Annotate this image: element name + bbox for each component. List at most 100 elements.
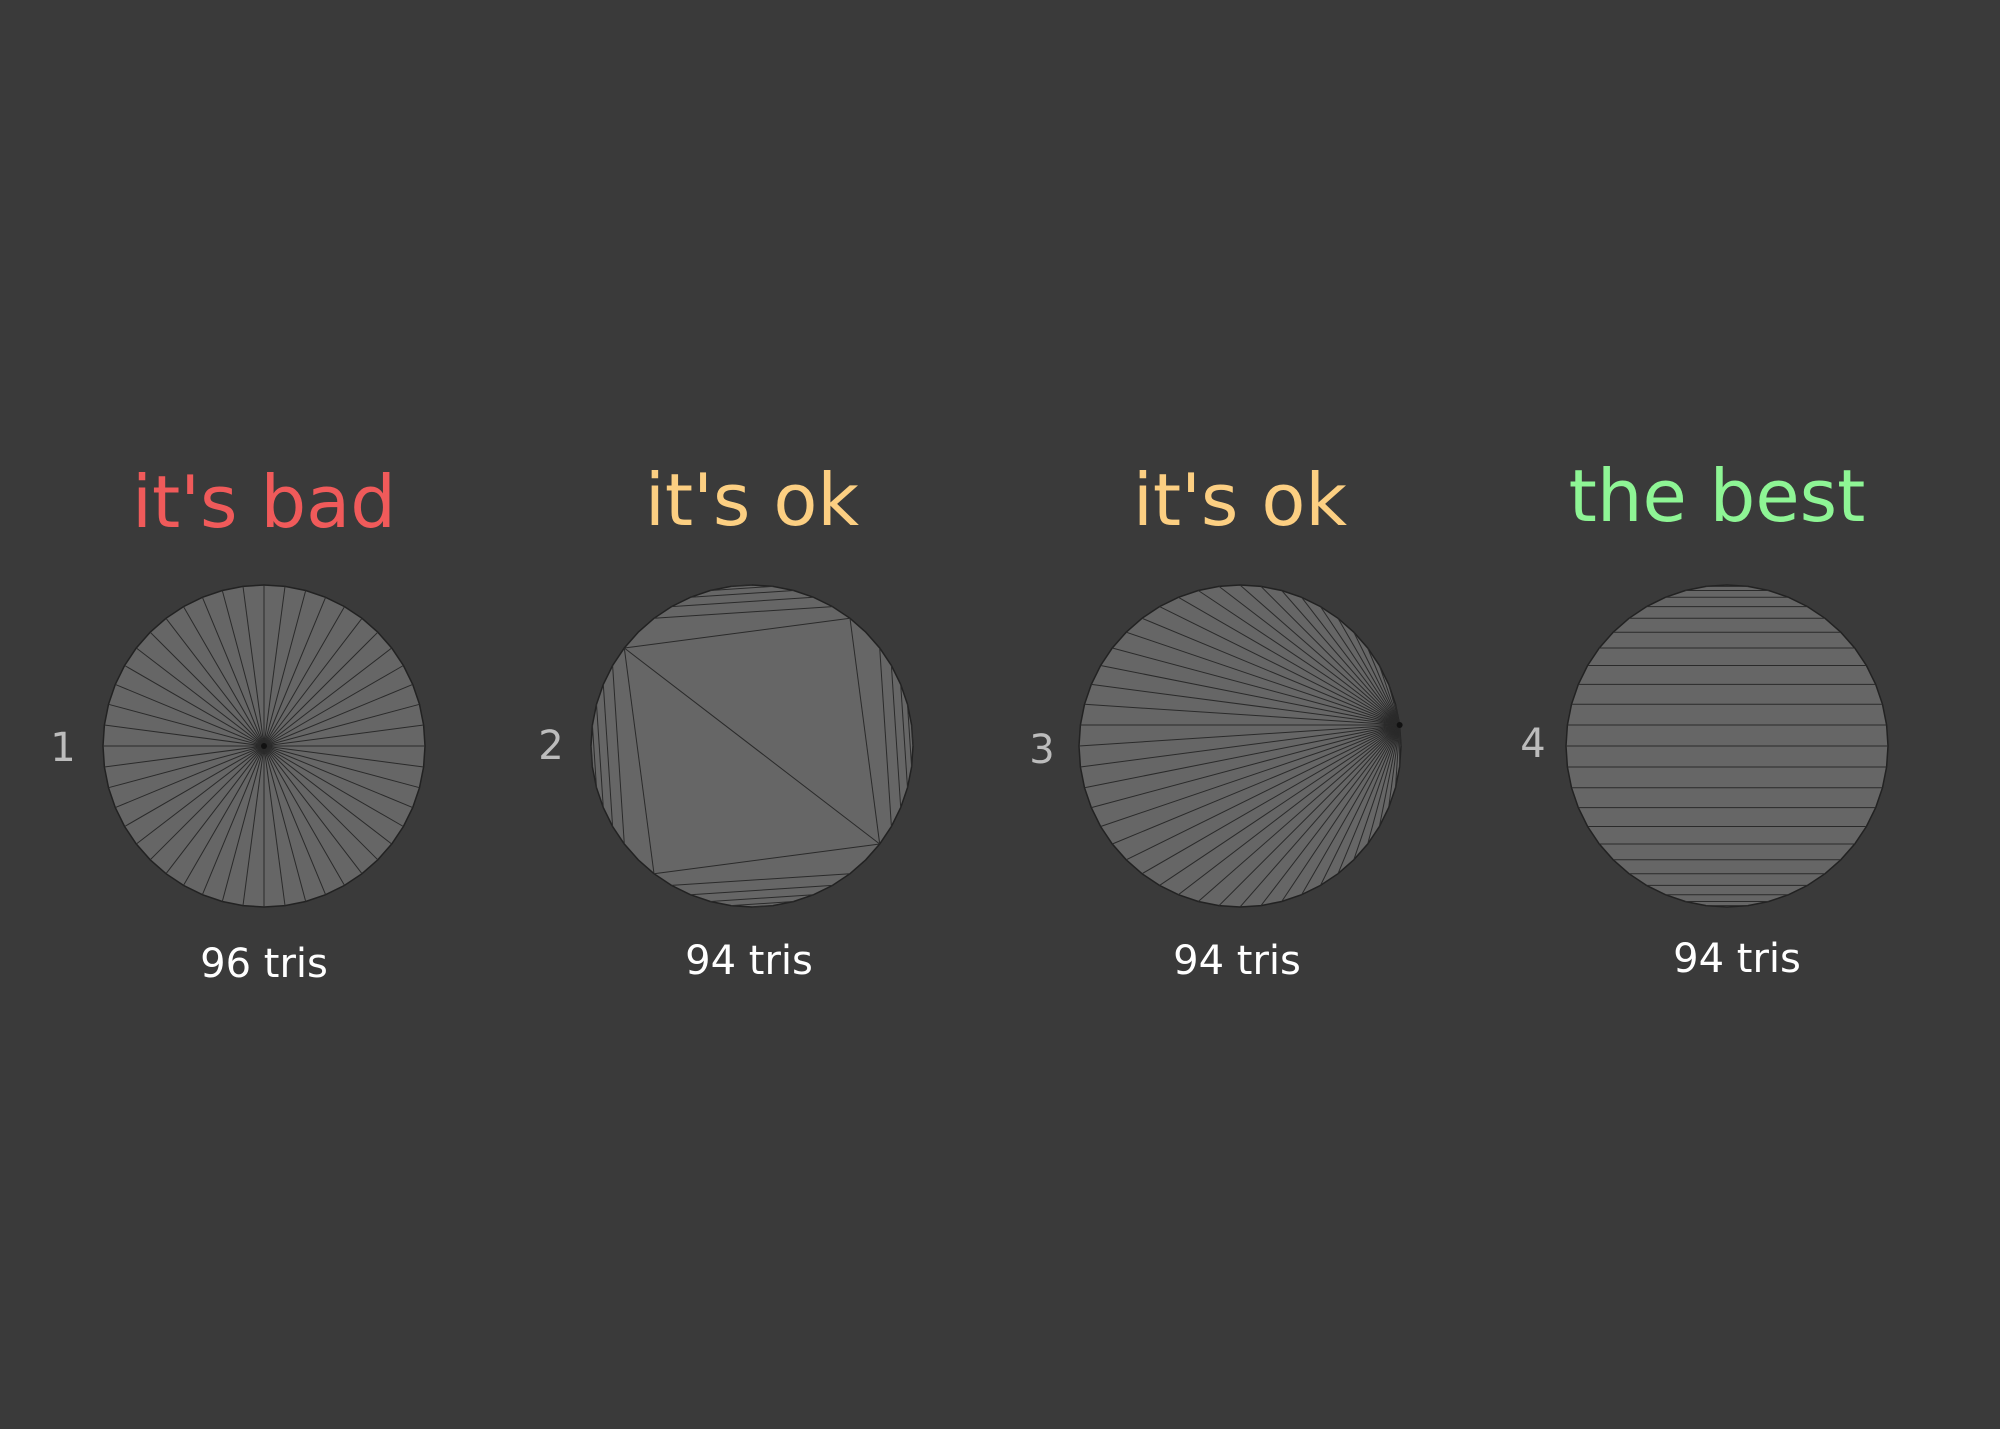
mesh-edge bbox=[690, 590, 794, 598]
mesh-edge bbox=[1388, 724, 1401, 808]
mesh-edge bbox=[1239, 724, 1400, 908]
mesh-edge bbox=[1378, 724, 1401, 827]
mesh-edge bbox=[263, 745, 413, 809]
mesh-edge bbox=[879, 647, 892, 827]
mesh-edge bbox=[1141, 724, 1400, 875]
mesh-edge bbox=[149, 631, 265, 747]
mesh-edge bbox=[183, 606, 265, 747]
mesh-edge bbox=[263, 590, 307, 747]
mesh-edge bbox=[263, 745, 307, 902]
mesh-edge bbox=[1353, 724, 1401, 860]
mesh-edge bbox=[1395, 724, 1401, 788]
mesh-edge bbox=[165, 745, 265, 875]
mesh-edge bbox=[263, 617, 363, 747]
mesh-4-index: 4 bbox=[1520, 721, 1546, 767]
mesh-edge bbox=[1091, 683, 1400, 726]
mesh-edge bbox=[690, 884, 833, 896]
mesh-edge bbox=[263, 597, 327, 747]
mesh-edge bbox=[1197, 724, 1400, 902]
mesh-edge bbox=[115, 745, 265, 809]
mesh-edge bbox=[1159, 724, 1400, 886]
mesh-edge bbox=[263, 665, 404, 747]
mesh-edge bbox=[1337, 724, 1401, 874]
mesh-edge bbox=[263, 745, 393, 845]
mesh-2-index: 2 bbox=[538, 723, 564, 769]
mesh-edge bbox=[165, 617, 265, 747]
mesh-edge bbox=[263, 745, 404, 827]
mesh-edge bbox=[1301, 724, 1401, 895]
mesh-edge bbox=[1260, 586, 1400, 726]
mesh-edge bbox=[1218, 724, 1400, 906]
mesh-edge bbox=[1198, 590, 1400, 726]
mesh-edge bbox=[730, 584, 753, 587]
mesh-edge bbox=[108, 703, 265, 747]
mesh-edge bbox=[1320, 724, 1401, 886]
mesh-edge bbox=[1084, 724, 1400, 789]
mesh-edge bbox=[849, 618, 881, 845]
mesh-edge bbox=[1084, 703, 1400, 726]
mesh-edge bbox=[263, 745, 286, 906]
mesh-1-pole bbox=[261, 743, 267, 749]
mesh-edge bbox=[1218, 586, 1400, 726]
mesh-edge bbox=[1112, 647, 1400, 726]
mesh-edge bbox=[1367, 647, 1401, 726]
mesh-edge bbox=[1378, 665, 1401, 726]
mesh-edge bbox=[890, 665, 902, 808]
mesh-edge bbox=[1281, 590, 1400, 726]
mesh-edge bbox=[624, 617, 851, 649]
mesh-edge bbox=[1091, 724, 1400, 809]
mesh-edge bbox=[263, 703, 420, 747]
mesh-edge bbox=[1301, 596, 1400, 726]
mesh-3-tris-count: 94 tris bbox=[1173, 938, 1301, 984]
mesh-edge bbox=[1141, 617, 1400, 726]
mesh-edge bbox=[104, 745, 265, 768]
mesh-edge bbox=[1159, 606, 1400, 726]
mesh-edge bbox=[1080, 724, 1400, 768]
mesh-edge bbox=[900, 684, 908, 788]
mesh-edge bbox=[907, 704, 913, 768]
mesh-edge bbox=[242, 586, 265, 747]
mesh-edge bbox=[1125, 724, 1400, 861]
mesh-edge bbox=[590, 745, 593, 768]
mesh-4-horizontal-strips bbox=[1565, 584, 1889, 908]
mesh-edge bbox=[1100, 724, 1400, 827]
mesh-edge bbox=[1126, 631, 1400, 726]
mesh-edge bbox=[1353, 631, 1401, 726]
mesh-edge bbox=[710, 894, 814, 902]
mesh-3-edge-fan bbox=[1078, 584, 1403, 908]
mesh-2-tris-count: 94 tris bbox=[685, 938, 813, 984]
mesh-edge bbox=[124, 745, 265, 827]
mesh-edge bbox=[242, 745, 265, 906]
mesh-edge bbox=[263, 745, 363, 875]
mesh-edge bbox=[1395, 704, 1401, 726]
mesh-edge bbox=[1078, 724, 1400, 747]
mesh-edge bbox=[612, 665, 625, 845]
mesh-edge bbox=[602, 684, 614, 827]
mesh-edge bbox=[1239, 584, 1400, 726]
mesh-edge bbox=[623, 647, 881, 845]
mesh-edge bbox=[124, 665, 265, 747]
mesh-edge bbox=[108, 745, 265, 789]
mesh-edge bbox=[183, 745, 265, 886]
mesh-edge bbox=[263, 631, 379, 747]
mesh-edge bbox=[1320, 606, 1401, 726]
mesh-2-inscribed-square bbox=[590, 584, 914, 908]
mesh-1-center-fan bbox=[102, 584, 426, 908]
mesh-edge bbox=[653, 843, 880, 875]
mesh-edge bbox=[263, 683, 413, 747]
mesh-edge bbox=[149, 745, 265, 861]
mesh-4-tris-count: 94 tris bbox=[1673, 936, 1801, 982]
mesh-edge bbox=[623, 647, 655, 874]
mesh-edge bbox=[591, 724, 597, 788]
mesh-3-pole bbox=[1396, 721, 1403, 728]
mesh-1-title: it's bad bbox=[132, 460, 396, 544]
mesh-edge bbox=[653, 606, 833, 619]
mesh-edge bbox=[115, 683, 265, 747]
mesh-edge bbox=[263, 745, 327, 895]
mesh-edge bbox=[263, 724, 424, 747]
mesh-edge bbox=[710, 585, 774, 591]
mesh-3-title: it's ok bbox=[1132, 458, 1348, 542]
mesh-edge bbox=[1112, 724, 1400, 845]
